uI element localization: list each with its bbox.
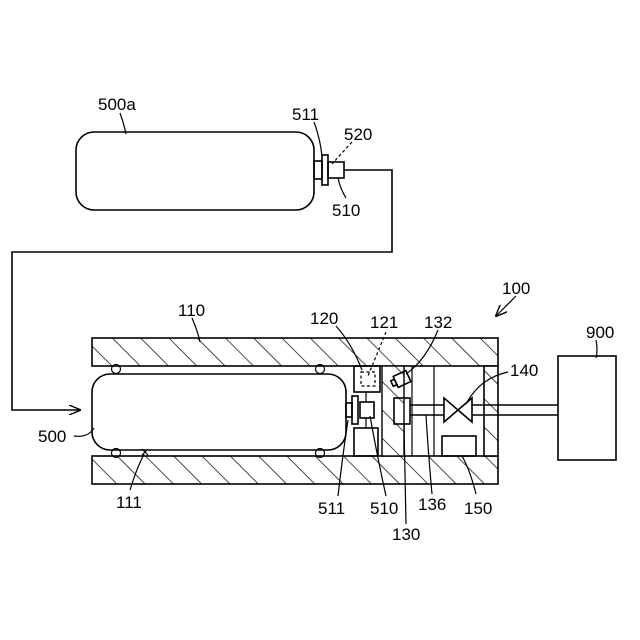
label-132: 132 <box>424 313 452 332</box>
label-500: 500 <box>38 427 66 446</box>
label-111: 111 <box>116 493 142 512</box>
leader-510-top <box>338 178 346 198</box>
housing-bottom-wall <box>92 456 498 484</box>
label-110: 110 <box>178 301 205 320</box>
main-tank-flange <box>352 396 358 424</box>
external-device-900 <box>558 356 616 460</box>
label-500a: 500a <box>98 95 136 114</box>
leader-100 <box>496 296 516 316</box>
leader-500a <box>120 113 126 134</box>
unit-150 <box>442 436 476 456</box>
label-120: 120 <box>310 309 338 328</box>
leader-900 <box>596 340 597 358</box>
main-tank <box>92 374 346 450</box>
main-tank-connector <box>360 402 374 418</box>
module-120 <box>354 366 380 392</box>
spare-tank-flange <box>322 155 328 185</box>
leader-520 <box>332 142 352 164</box>
label-121: 121 <box>370 313 398 332</box>
housing-right-wall <box>484 366 498 456</box>
label-150: 150 <box>464 499 492 518</box>
label-100: 100 <box>502 279 530 298</box>
label-130: 130 <box>392 525 420 544</box>
spare-tank <box>76 132 314 210</box>
label-510-top: 510 <box>332 201 360 220</box>
main-tank-valve <box>346 403 352 417</box>
label-140: 140 <box>510 361 538 380</box>
label-510-bottom: 510 <box>370 499 398 518</box>
leader-500 <box>74 428 94 436</box>
spare-tank-connector <box>328 162 344 178</box>
label-136: 136 <box>418 495 446 514</box>
module-121 <box>361 372 375 386</box>
housing-top-wall <box>92 338 498 366</box>
label-511-top: 511 <box>292 105 319 124</box>
label-900: 900 <box>586 323 614 342</box>
label-520: 520 <box>344 125 372 144</box>
label-511-bottom: 511 <box>318 499 345 518</box>
spare-tank-valve <box>314 161 322 179</box>
leader-511-top <box>314 122 322 156</box>
